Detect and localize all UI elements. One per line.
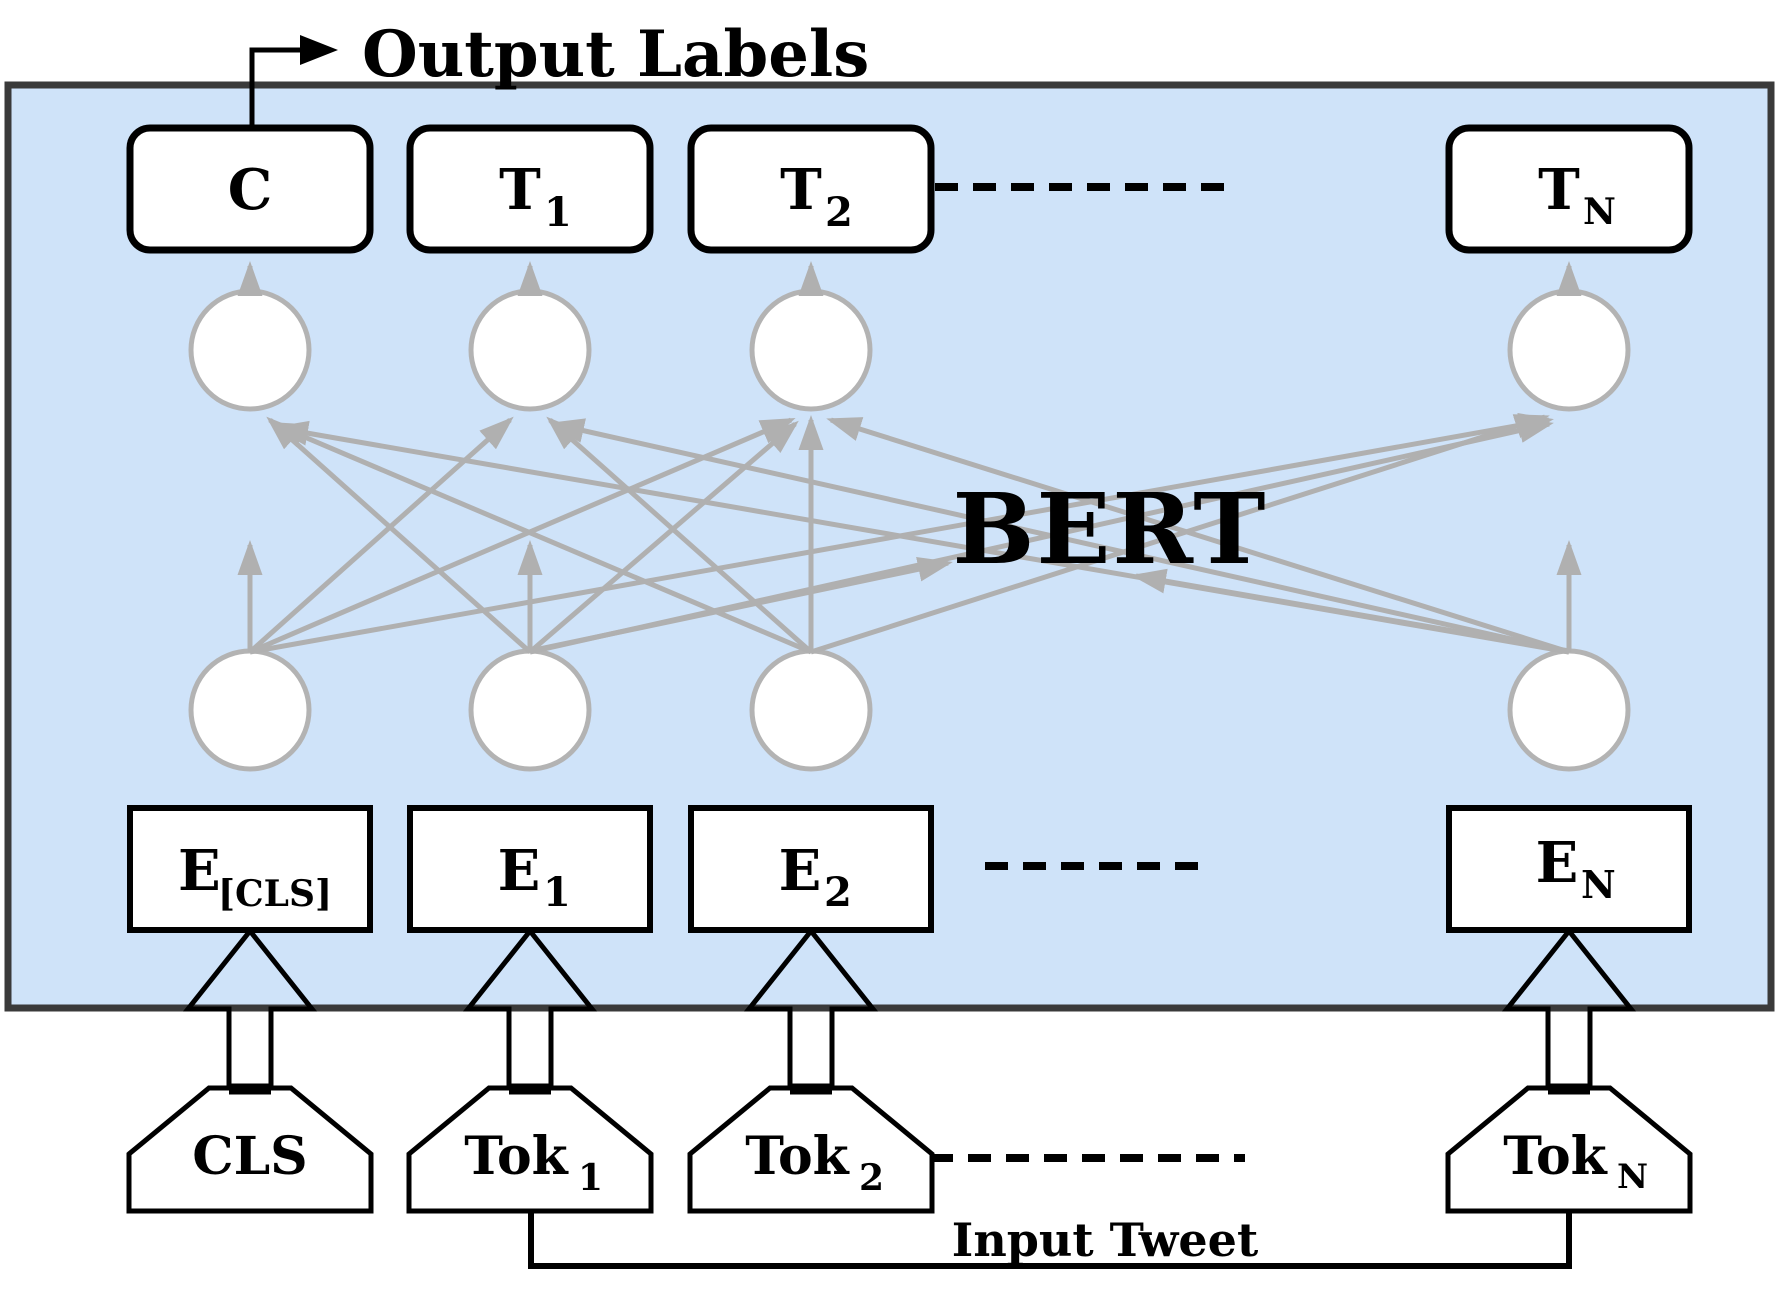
embedding-label-1: E <box>498 838 541 904</box>
token-row <box>126 1085 1693 1214</box>
output-label-tn: T <box>1538 157 1580 223</box>
mid-connection-arrow <box>1131 568 1570 654</box>
output-labels-arrowhead-icon <box>300 35 338 65</box>
output-box-t1 <box>406 124 654 254</box>
embedding-label-2: E <box>779 838 822 904</box>
mid-connection-arrow <box>529 556 953 654</box>
connection-line <box>266 416 532 654</box>
lower-node-n <box>1507 648 1631 772</box>
token-shape-1 <box>406 1085 654 1214</box>
input-tweet-bracket <box>528 1213 1572 1269</box>
embedding-label-n-sub: N <box>1581 862 1616 907</box>
token-label-n-sub: N <box>1617 1157 1648 1197</box>
bert-label: BERT <box>952 472 1267 586</box>
connection-line <box>546 416 813 654</box>
token-label-cls: CLS <box>192 1126 308 1187</box>
embedding-row <box>127 805 1692 933</box>
connection-line <box>826 417 1570 655</box>
embedding-label-1-sub: 1 <box>543 869 571 916</box>
block-arrow-n <box>1501 926 1637 1089</box>
output-labels-arrow <box>249 35 338 129</box>
embedding-label-2-sub: 2 <box>824 869 852 916</box>
token-row-labels: CLS Tok 1 Tok 2 Tok N <box>192 1126 1648 1199</box>
output-label-tn-sub: N <box>1583 191 1616 233</box>
connection-line <box>269 421 812 655</box>
output-label-t2: T <box>780 157 822 223</box>
connection-line <box>549 418 1570 655</box>
lower-node-1 <box>188 648 312 772</box>
output-labels-title: Output Labels <box>362 17 869 92</box>
embedding-label-cls-sub: [CLS] <box>218 873 332 915</box>
ellipsis-dashes <box>930 183 1245 1162</box>
embedding-label-n: E <box>1536 830 1579 896</box>
output-box-tn <box>1445 124 1693 254</box>
token-label-1-sub: 1 <box>578 1157 603 1199</box>
block-arrow-2 <box>462 926 598 1089</box>
token-label-2: Tok <box>745 1126 849 1187</box>
output-label-t2-sub: 2 <box>825 189 853 236</box>
upper-node-1 <box>188 288 312 412</box>
token-label-1: Tok <box>464 1126 568 1187</box>
upper-node-3 <box>749 288 873 412</box>
token-shape-n <box>1445 1085 1693 1214</box>
output-row-labels: C T 1 T 2 T N <box>228 157 1616 236</box>
lower-node-2 <box>468 648 592 772</box>
embedding-label-cls: E <box>178 838 221 904</box>
token-shape-2 <box>687 1085 935 1214</box>
output-labels-arrow-line <box>249 47 302 129</box>
embedding-row-labels: E [CLS] E 1 E 2 E N <box>178 830 1616 916</box>
output-box-t2 <box>687 124 935 254</box>
block-arrow-3 <box>743 926 879 1089</box>
embedding-box-cls <box>127 805 373 933</box>
embedding-box-2 <box>688 805 934 933</box>
lower-node-3 <box>749 648 873 772</box>
block-arrow-1 <box>182 926 318 1089</box>
token-input-arrows <box>182 926 1637 1089</box>
connection-line <box>810 414 1550 655</box>
output-label-c: C <box>228 157 273 223</box>
attention-connections <box>237 261 1582 655</box>
embedding-box-n <box>1446 805 1692 933</box>
upper-node-2 <box>468 288 592 412</box>
token-shape-cls <box>126 1085 374 1214</box>
output-label-t1: T <box>499 157 541 223</box>
connection-line <box>528 420 799 654</box>
input-tweet-label: Input Tweet <box>952 1213 1259 1267</box>
output-row <box>126 124 1693 254</box>
token-label-n: Tok <box>1503 1126 1607 1187</box>
upper-node-n <box>1507 288 1631 412</box>
token-label-2-sub: 2 <box>859 1157 884 1199</box>
embedding-box-1 <box>407 805 653 933</box>
output-label-t1-sub: 1 <box>544 189 572 236</box>
